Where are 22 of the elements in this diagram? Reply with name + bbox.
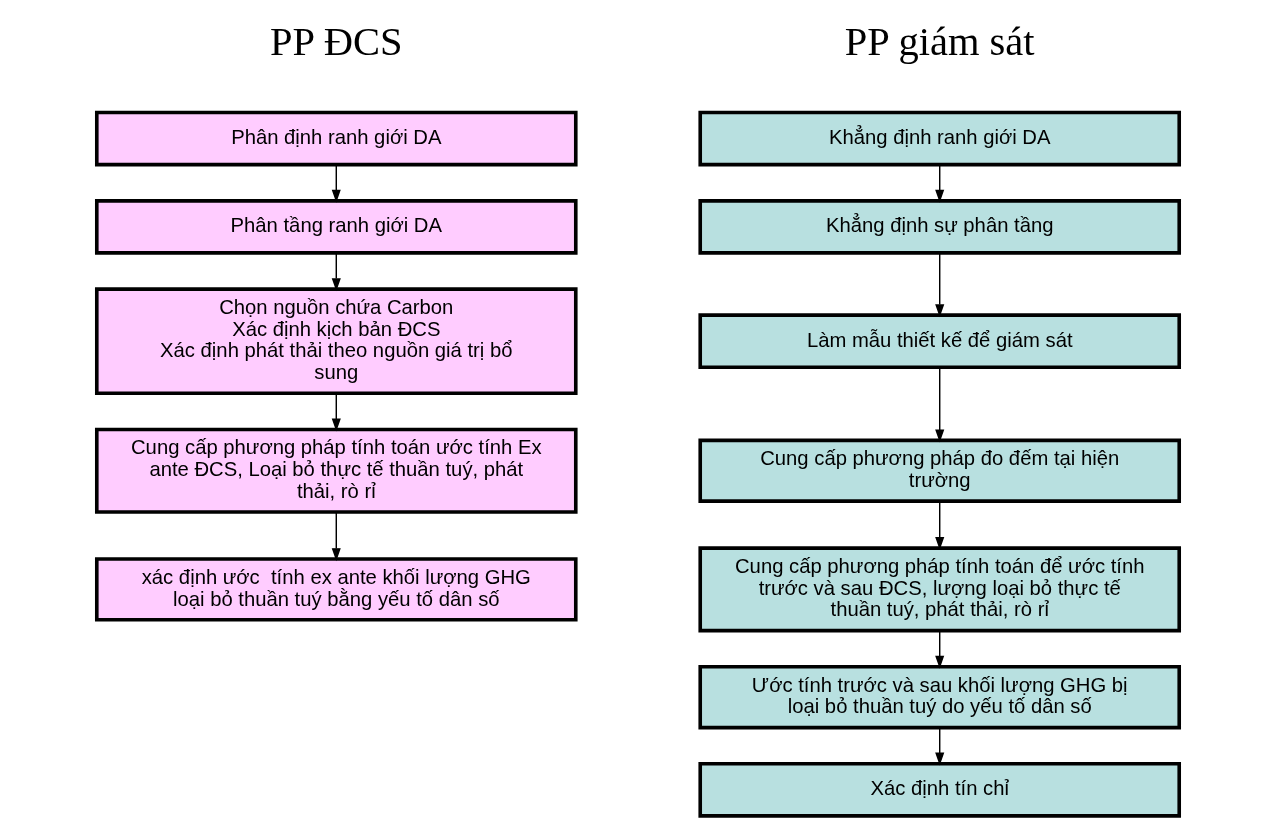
node-box: Khẳng định ranh giới DA [698, 110, 1181, 167]
node-box: Cung cấp phương pháp tính toán ước tính Ex ante ĐCS, Loại bỏ thực tế thuần tuý, phát thải, rò rỉ [95, 427, 578, 514]
node-box: Phân tầng ranh giới DA [95, 199, 578, 255]
arrow [331, 392, 341, 432]
node-box: Khẳng định sự phân tầng [698, 199, 1181, 255]
node-box: Chọn nguồn chứa Carbon Xác định kịch bản ĐCS Xác định phát thải theo nguồn giá trị bổ sung [95, 287, 578, 396]
node-box: Ước tính trước và sau khối lượng GHG bị loại bỏ thuần tuý do yếu tố dân số [698, 665, 1181, 730]
node-box: xác định ước tính ex ante khối lượng GHG loại bỏ thuần tuý bằng yếu tố dân số [95, 557, 578, 622]
arrow [935, 727, 945, 766]
node-box: Làm mẫu thiết kế để giám sát [698, 313, 1181, 370]
label: PP giám sát [844, 19, 1035, 65]
arrow [935, 630, 945, 669]
arrow [331, 164, 341, 203]
label: PP ĐCS [270, 19, 403, 65]
arrow [935, 500, 945, 550]
arrow [935, 366, 945, 443]
node-box: Phân định ranh giới DA [95, 110, 578, 167]
node-box: Xác định tín chỉ [698, 761, 1181, 818]
arrow [935, 164, 945, 203]
node-box: Cung cấp phương pháp tính toán để ước tính trước và sau ĐCS, lượng loại bỏ thực tế thuần tuý, phát thải, rò rỉ [698, 546, 1181, 633]
arrow [331, 511, 341, 562]
node-box: Cung cấp phương pháp đo đếm tại hiện trường [698, 438, 1181, 503]
